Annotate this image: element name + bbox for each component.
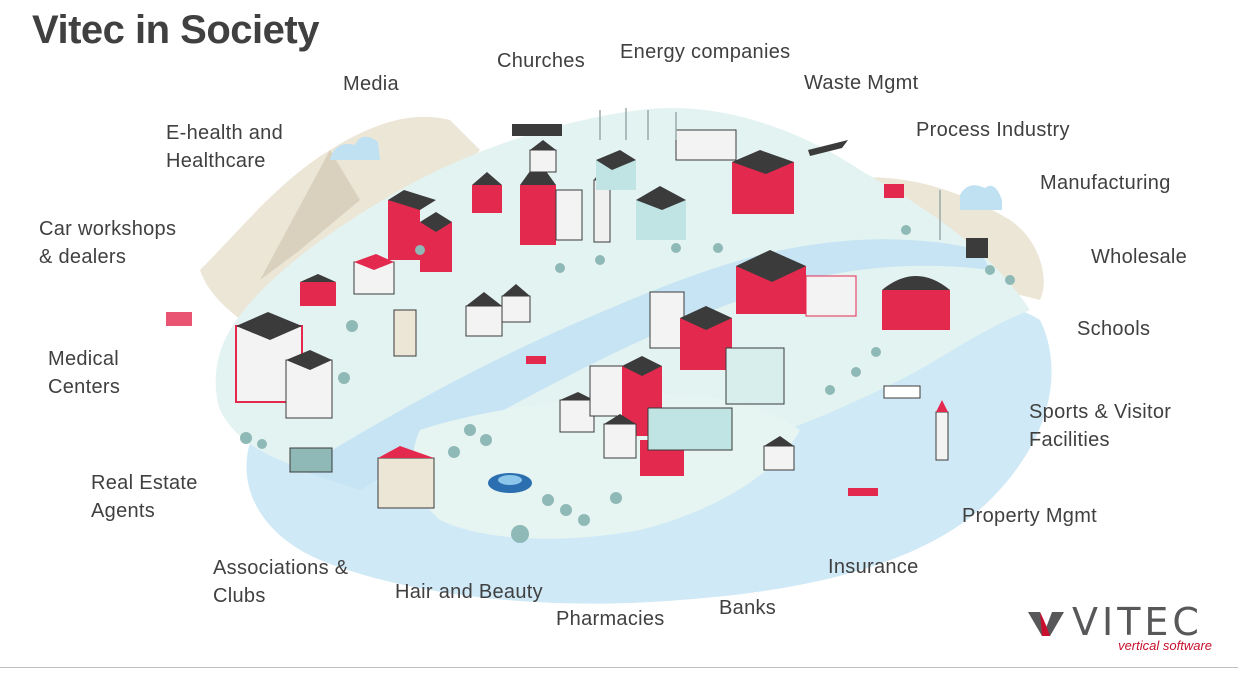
logo-tagline: vertical software [1118,638,1212,653]
vitec-logo-mark-icon [1028,612,1064,636]
label-real-estate-line1: Real Estate [91,472,198,494]
label-waste-mgmt: Waste Mgmt [804,72,919,94]
buildings [166,124,988,509]
label-wholesale: Wholesale [1091,246,1188,268]
label-pharmacies: Pharmacies [556,608,665,630]
label-hair-and-beauty: Hair and Beauty [395,581,543,603]
logo-wordmark: VITEC [1072,600,1203,644]
trees [240,225,1015,543]
label-sports-line2: Facilities [1029,429,1110,451]
bottom-divider [0,667,1238,668]
label-schools: Schools [1077,318,1151,340]
page-title: Vitec in Society [32,8,319,52]
label-real-estate-line2: Agents [91,500,156,522]
label-associations-line1: Associations & [213,557,349,579]
cloud-right [960,185,1002,210]
label-car-workshops-line2: & dealers [39,246,127,268]
river [300,239,990,490]
label-ehealth-line2: Healthcare [166,150,266,172]
cloud-left [330,136,380,160]
label-property-mgmt: Property Mgmt [962,505,1098,527]
label-process-industry: Process Industry [916,119,1070,141]
label-banks: Banks [719,597,777,619]
wind-turbines [599,108,941,240]
label-associations-line2: Clubs [213,585,266,607]
label-car-workshops-line1: Car workshops [39,218,177,240]
vitec-logo: VITEC vertical software [1026,600,1216,660]
label-churches: Churches [497,50,585,72]
label-manufacturing: Manufacturing [1040,172,1171,194]
label-sports-line1: Sports & Visitor [1029,401,1172,423]
label-medical-line1: Medical [48,348,120,370]
label-media: Media [343,73,399,95]
label-ehealth-line1: E-health and [166,122,284,144]
label-insurance: Insurance [828,556,919,578]
label-medical-line2: Centers [48,376,121,398]
label-energy-companies: Energy companies [620,41,791,63]
water-area [246,305,1052,604]
